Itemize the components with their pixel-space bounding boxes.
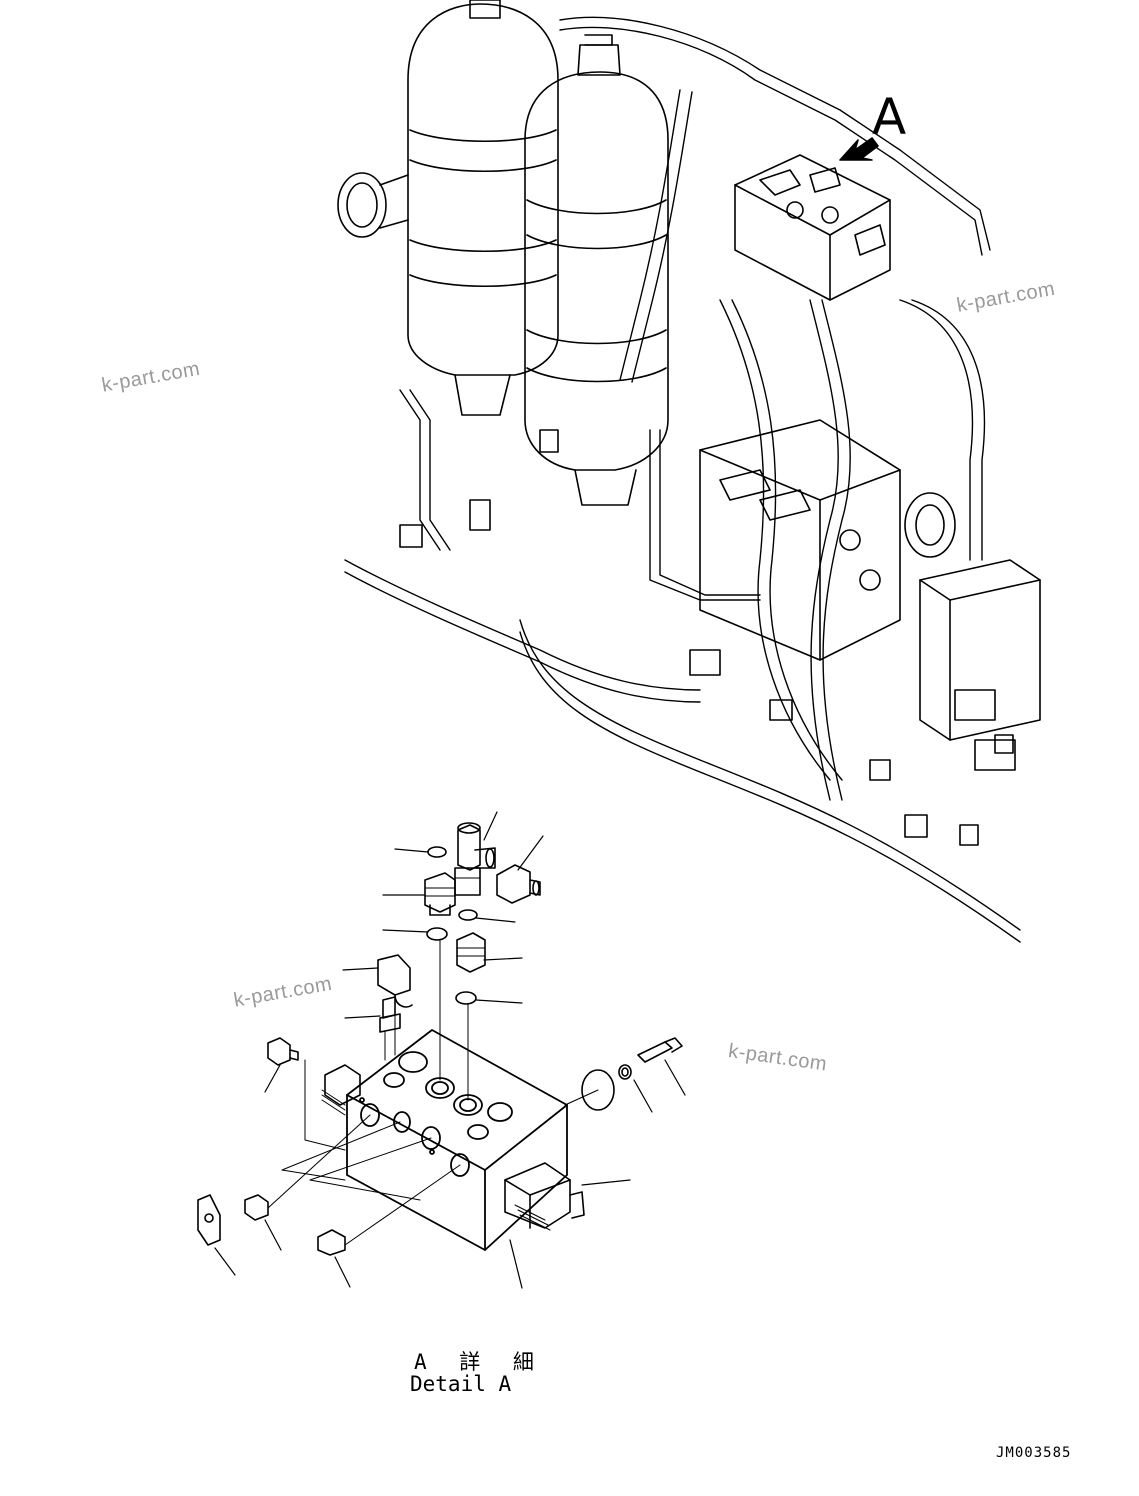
detail-straight-connector-1 xyxy=(424,872,456,916)
detail-bolt xyxy=(637,1037,683,1063)
inspection-ring xyxy=(904,492,956,558)
detail-straight-connector-2 xyxy=(456,932,486,973)
hose-routing xyxy=(344,16,1021,943)
callout-arrow xyxy=(839,137,879,161)
left-accumulator-tank xyxy=(407,0,559,416)
detail-union-adapter xyxy=(496,864,541,904)
upper-valve-block xyxy=(734,154,891,301)
detail-plug-3 xyxy=(317,1229,346,1256)
breather-cap xyxy=(337,172,409,238)
view-callout-label: A xyxy=(872,88,907,146)
fittings xyxy=(399,429,1014,846)
detail-leader-lines xyxy=(214,811,686,1289)
main-manifold xyxy=(699,419,901,661)
detail-tee-fitting xyxy=(454,822,496,896)
detail-label-japanese: A 詳 細 xyxy=(414,1350,544,1374)
detail-label-english: Detail A xyxy=(410,1372,512,1396)
right-accumulator-tank xyxy=(524,34,669,506)
detail-a-exploded-view xyxy=(197,811,686,1289)
detail-plug-2 xyxy=(244,1194,269,1221)
detail-solenoid-valve xyxy=(504,1162,585,1231)
drawing-number: JM003585 xyxy=(996,1445,1072,1461)
detail-plug-1 xyxy=(267,1037,299,1066)
detail-valve-block xyxy=(346,1029,568,1251)
detail-electrical-connector xyxy=(197,1194,221,1246)
upper-assembly xyxy=(337,0,1041,943)
detail-left-plug xyxy=(321,1064,361,1116)
detail-assembly-lines xyxy=(267,939,599,1246)
detail-o-rings xyxy=(426,846,632,1111)
solenoid-box xyxy=(919,559,1041,771)
